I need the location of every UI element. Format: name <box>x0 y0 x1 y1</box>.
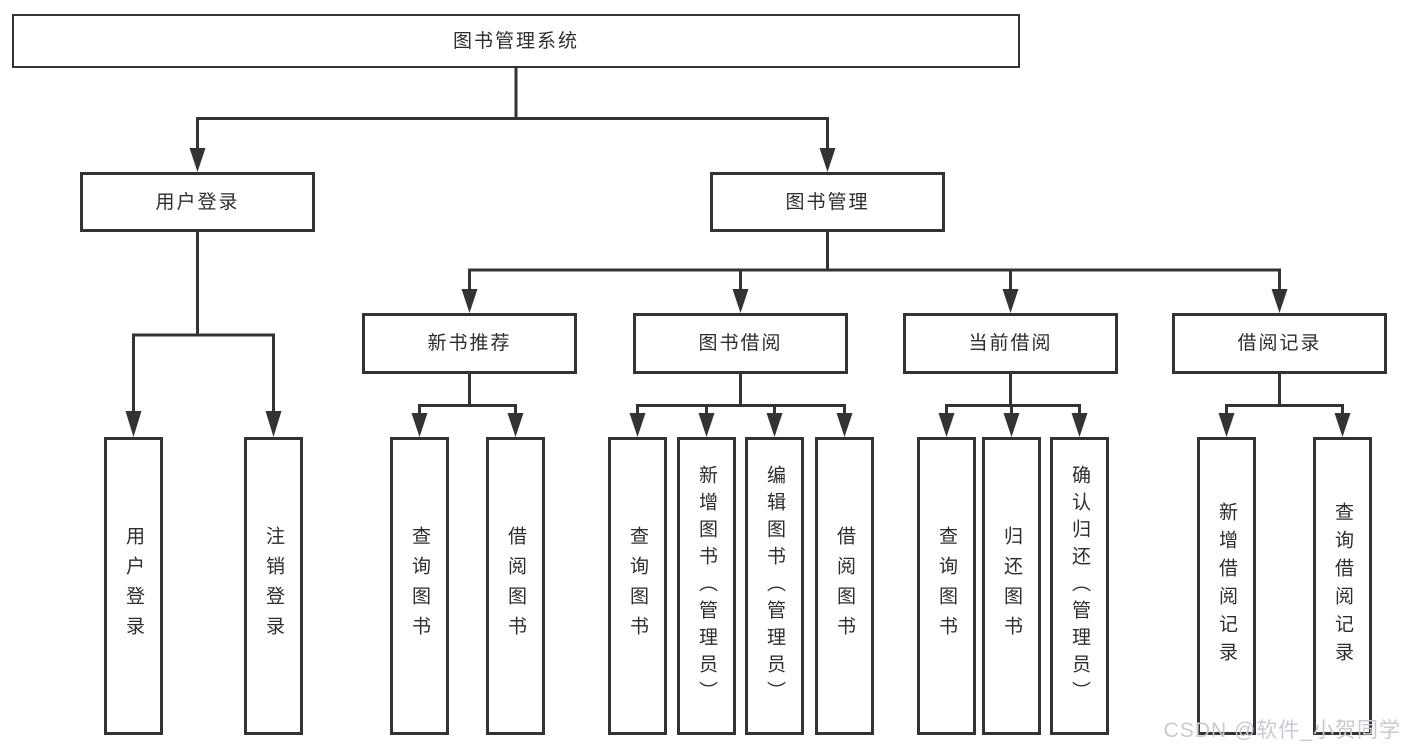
leaf-label: 用户登录 <box>123 526 144 646</box>
node-new-book-recommend: 新书推荐 <box>362 313 577 374</box>
leaf-label: 查询图书 <box>627 526 648 646</box>
arrowhead <box>265 411 282 437</box>
arrowhead <box>1271 289 1288 313</box>
leaf-add-book-admin: 新增图书（管理员） <box>677 437 736 735</box>
arrowhead <box>461 289 478 313</box>
leaf-label: 借阅图书 <box>505 526 526 646</box>
arrowhead <box>938 413 955 437</box>
arrowhead <box>411 413 428 437</box>
arrowhead <box>732 289 749 313</box>
arrowhead <box>629 413 646 437</box>
node-borrow-records: 借阅记录 <box>1172 313 1387 374</box>
arrowhead <box>189 148 206 172</box>
connector-root-to-level2 <box>189 68 836 172</box>
csdn-watermark: CSDN @软件_小贺同学 <box>1163 719 1401 742</box>
leaf-add-borrow-record: 新增借阅记录 <box>1197 437 1256 735</box>
node-current-borrow: 当前借阅 <box>903 313 1118 374</box>
arrowhead <box>1003 413 1020 437</box>
leaf-user-login: 用户登录 <box>104 437 163 735</box>
leaf-label: 确认归还（管理员） <box>1069 464 1090 708</box>
leaf-query-books-1: 查询图书 <box>390 437 449 735</box>
leaf-label: 新增图书（管理员） <box>696 464 717 708</box>
arrowhead <box>836 413 853 437</box>
leaf-query-borrow-record: 查询借阅记录 <box>1313 437 1372 735</box>
arrowhead <box>1334 413 1351 437</box>
leaf-label: 新增借阅记录 <box>1216 502 1237 670</box>
leaf-label: 查询借阅记录 <box>1332 502 1353 670</box>
arrowhead <box>1218 413 1235 437</box>
node-user-login: 用户登录 <box>80 172 315 232</box>
node-book-borrow: 图书借阅 <box>633 313 848 374</box>
connector-book-borrow-children <box>629 374 853 437</box>
connector-book-management-children <box>461 232 1288 313</box>
leaf-borrow-books-2: 借阅图书 <box>815 437 874 735</box>
arrowhead <box>766 413 783 437</box>
leaf-label: 借阅图书 <box>834 526 855 646</box>
leaf-confirm-return-admin: 确认归还（管理员） <box>1050 437 1109 735</box>
leaf-label: 归还图书 <box>1001 526 1022 646</box>
node-book-management: 图书管理 <box>710 172 945 232</box>
leaf-label: 查询图书 <box>409 526 430 646</box>
arrowhead <box>507 413 524 437</box>
arrowhead <box>698 413 715 437</box>
leaf-logout-login: 注销登录 <box>244 437 303 735</box>
node-root: 图书管理系统 <box>12 14 1020 68</box>
connector-current-borrow-children <box>938 374 1088 437</box>
connector-new-book-children <box>411 374 524 437</box>
arrowhead <box>125 411 142 437</box>
leaf-label: 查询图书 <box>936 526 957 646</box>
leaf-label: 注销登录 <box>263 526 284 646</box>
leaf-borrow-books-1: 借阅图书 <box>486 437 545 735</box>
leaf-label: 编辑图书（管理员） <box>764 464 785 708</box>
connector-borrow-records-children <box>1218 374 1351 437</box>
arrowhead <box>819 148 836 172</box>
arrowhead <box>1002 289 1019 313</box>
leaf-query-books-2: 查询图书 <box>608 437 667 735</box>
leaf-edit-book-admin: 编辑图书（管理员） <box>745 437 804 735</box>
leaf-query-books-3: 查询图书 <box>917 437 976 735</box>
leaf-return-books: 归还图书 <box>982 437 1041 735</box>
connector-user-login-children <box>125 232 282 437</box>
arrowhead <box>1071 413 1088 437</box>
